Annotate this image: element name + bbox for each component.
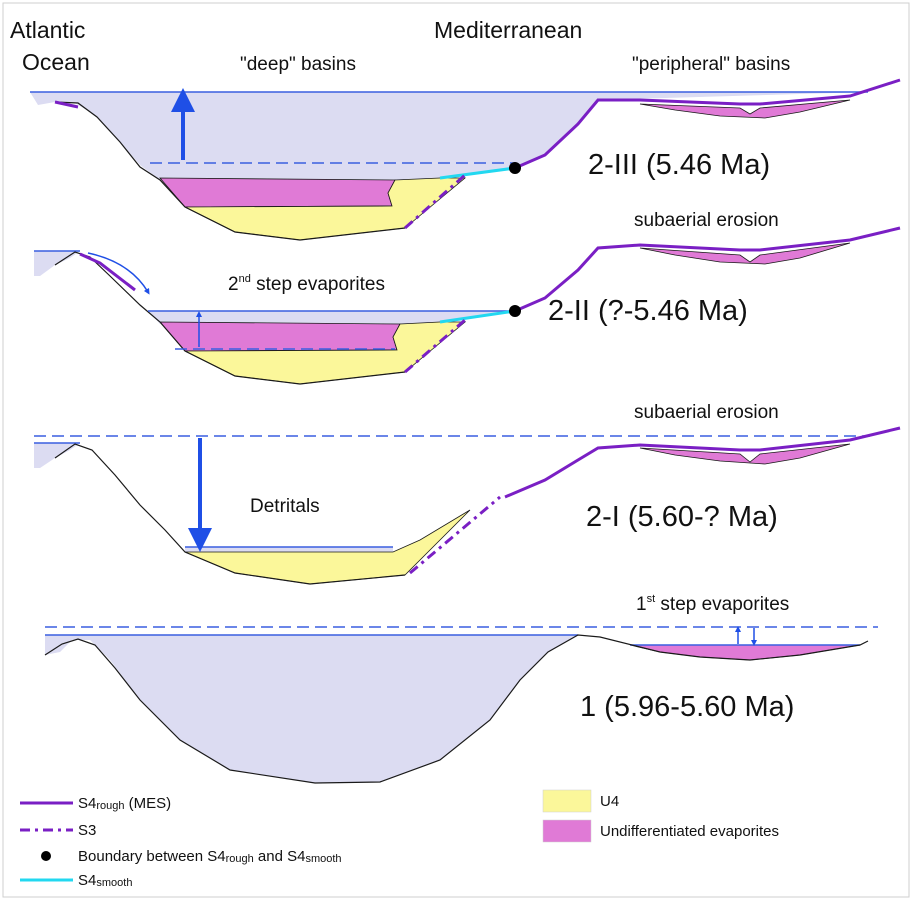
- deep-basins-label: "deep" basins: [240, 54, 356, 75]
- stage-label: 1 (5.96-5.60 Ma): [580, 691, 794, 723]
- s4smooth-line: [439, 309, 516, 324]
- subaerial-erosion-note: subaerial erosion: [634, 210, 779, 231]
- peripheral-basin: [639, 443, 851, 465]
- stage-2-i: subaerial erosion Detritals 2-I (5.60-? …: [34, 402, 901, 585]
- boundary-dot: [509, 162, 521, 174]
- water-body: [45, 635, 578, 783]
- evaporite-layer: [159, 177, 396, 208]
- stage-2-iii: 2-III (5.46 Ma): [30, 78, 901, 241]
- legend-s4smooth-label: S4smooth: [78, 872, 132, 889]
- detritals-label: Detritals: [250, 496, 320, 517]
- s4rough-line: [79, 226, 901, 313]
- stage-label: 2-II (?-5.46 Ma): [548, 295, 748, 327]
- evaporite-layer: [159, 321, 401, 352]
- atlantic-water: [34, 443, 80, 468]
- peripheral-basin: [639, 99, 851, 119]
- peripheral-basin: [639, 242, 851, 265]
- basin-floor: [44, 634, 869, 784]
- legend-s4rough-label: S4rough (MES): [78, 795, 171, 812]
- ocean-label: Ocean: [22, 49, 90, 75]
- atlantic-label: Atlantic: [10, 17, 85, 43]
- boundary-dot: [509, 305, 521, 317]
- legend-item-s4rough: S4rough (MES): [20, 795, 171, 812]
- legend-evaporites-label: Undifferentiated evaporites: [600, 823, 779, 840]
- water-body: [148, 311, 515, 324]
- s3-line: [404, 318, 466, 374]
- s4smooth-line: [439, 166, 516, 180]
- basin-floor: [54, 101, 406, 241]
- stage-1: 1st step evaporites 1 (5.96-5.60 Ma): [44, 593, 878, 784]
- first-step-evaporites-label: 1st step evaporites: [636, 593, 789, 615]
- stage-label: 2-I (5.60-? Ma): [586, 501, 778, 533]
- stage-2-ii: subaerial erosion 2nd step evaporites 2-…: [34, 210, 901, 385]
- stage-label: 2-III (5.46 Ma): [588, 149, 770, 181]
- s3-line: [404, 173, 466, 230]
- second-step-evaporites-label: 2nd step evaporites: [228, 273, 385, 295]
- s3-line: [409, 495, 501, 575]
- legend: S4rough (MES) S3 Boundary between S4roug…: [20, 789, 779, 889]
- basin-floor: [54, 443, 406, 585]
- legend-u4-swatch: [542, 789, 592, 813]
- legend-item-u4: U4: [542, 789, 619, 813]
- flow-arrow: [87, 252, 150, 295]
- legend-u4-label: U4: [600, 793, 619, 810]
- peripheral-basins-label: "peripheral" basins: [632, 54, 790, 75]
- legend-item-s3: S3: [20, 822, 96, 839]
- legend-evaporites-swatch: [542, 819, 592, 843]
- legend-item-s4smooth: S4smooth: [20, 872, 132, 889]
- subaerial-erosion-note: subaerial erosion: [634, 402, 779, 423]
- legend-item-boundary: Boundary between S4rough and S4smooth: [41, 848, 342, 865]
- water-body: [30, 92, 868, 180]
- water-body: [185, 547, 393, 552]
- legend-s3-label: S3: [78, 822, 96, 839]
- legend-item-evaporites: Undifferentiated evaporites: [542, 819, 779, 843]
- legend-boundary-label: Boundary between S4rough and S4smooth: [78, 848, 342, 865]
- s4rough-line: [504, 426, 901, 499]
- legend-boundary-dot: [41, 851, 51, 861]
- mediterranean-label: Mediterranean: [434, 17, 582, 43]
- s4rough-line: [54, 78, 901, 170]
